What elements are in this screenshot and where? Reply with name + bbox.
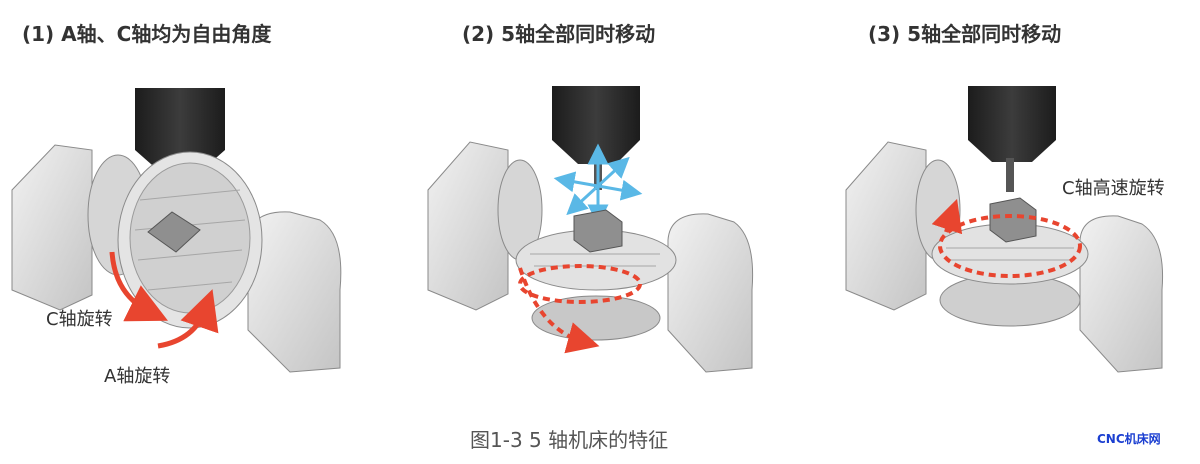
c-axis-high-speed-label: C轴高速旋转 (1062, 178, 1165, 199)
c-axis-dashed-arrow-2 (518, 264, 642, 304)
right-support-2 (667, 213, 754, 373)
left-support-2 (427, 141, 509, 311)
workpiece-1 (147, 211, 201, 253)
tool-3 (1006, 158, 1014, 192)
a-axis-rotation-label: A轴旋转 (104, 366, 171, 387)
spindle-1 (135, 88, 225, 172)
watermark: CNC机床网 (1097, 432, 1161, 446)
panel-2-title: (2) 5轴全部同时移动 (462, 22, 656, 46)
left-support-3 (845, 141, 927, 311)
c-axis-arrow (109, 251, 168, 322)
left-support-1 (11, 144, 93, 311)
right-support-3 (1079, 215, 1164, 373)
workpiece-2 (573, 209, 623, 253)
a-axis-arrow (157, 289, 219, 349)
figure-caption: 图1-3 5 轴机床的特征 (470, 428, 669, 452)
panel-3-title: (3) 5轴全部同时移动 (868, 22, 1062, 46)
machine-2 (427, 86, 754, 373)
panel-1-title: (1) A轴、C轴均为自由角度 (22, 22, 272, 46)
spindle-2 (552, 86, 640, 164)
a-axis-dashed-arrow-2 (518, 267, 600, 354)
machine-1 (11, 88, 342, 373)
workpiece-3 (989, 197, 1037, 243)
spindle-3 (968, 86, 1056, 162)
five-axis-move-arrows (553, 143, 643, 226)
c-axis-high-speed-arrow (938, 214, 1082, 278)
c-axis-rotation-label: C轴旋转 (46, 309, 113, 330)
machine-3 (845, 86, 1164, 373)
